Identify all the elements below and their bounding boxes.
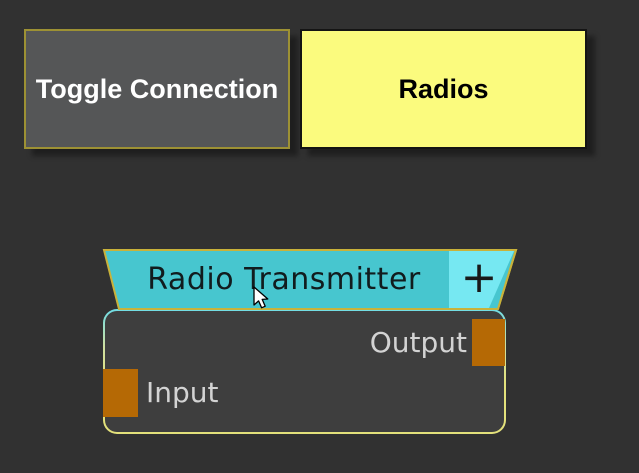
- node-body-background: [105, 311, 504, 432]
- radios-button[interactable]: Radios: [300, 29, 587, 149]
- output-port-label: Output: [369, 326, 467, 359]
- add-port-button[interactable]: +: [460, 252, 498, 303]
- radio-transmitter-node-body: [103, 309, 506, 434]
- node-title[interactable]: Radio Transmitter: [147, 262, 421, 297]
- toggle-connection-button[interactable]: Toggle Connection: [24, 29, 290, 149]
- output-port[interactable]: [472, 319, 505, 366]
- input-port[interactable]: [103, 369, 138, 417]
- input-port-label: Input: [146, 376, 219, 409]
